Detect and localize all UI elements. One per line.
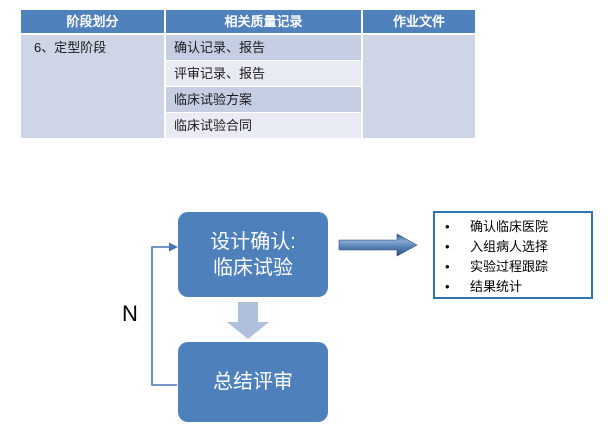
table-column-workfiles: 作业文件 — [363, 10, 475, 138]
bullet-icon: • — [445, 279, 450, 294]
down-block-arrow-icon — [227, 302, 269, 339]
summary-review-box: 总结评审 — [178, 342, 328, 422]
column-header-stage: 阶段划分 — [21, 10, 164, 33]
column-header-workfiles: 作业文件 — [363, 10, 475, 33]
table-row: 评审记录、报告 — [166, 61, 361, 86]
list-item: • 结果统计 — [445, 277, 591, 297]
clinical-checklist-box: • 确认临床医院 • 入组病人选择 • 实验过程跟踪 • 结果统计 — [433, 211, 593, 299]
list-item: • 入组病人选择 — [445, 237, 591, 257]
list-item-text: 确认临床医院 — [470, 219, 549, 234]
feedback-connector-line — [151, 246, 177, 386]
table-row: 临床试验方案 — [166, 87, 361, 112]
design-confirm-line1: 设计确认: — [210, 230, 296, 253]
table-column-stage: 阶段划分 6、定型阶段 — [21, 10, 164, 138]
n-branch-label: N — [122, 301, 138, 326]
clinical-checklist: • 确认临床医院 • 入组病人选择 • 实验过程跟踪 • 结果统计 — [435, 217, 591, 297]
feedback-arrowhead-icon — [169, 242, 178, 252]
bullet-icon: • — [445, 219, 450, 234]
workfiles-cell — [363, 35, 475, 138]
list-item-text: 结果统计 — [470, 279, 523, 294]
list-item-text: 实验过程跟踪 — [470, 259, 549, 274]
bullet-icon: • — [445, 259, 450, 274]
table-column-records: 相关质量记录 确认记录、报告 评审记录、报告 临床试验方案 临床试验合同 — [166, 10, 361, 138]
bullet-icon: • — [445, 239, 450, 254]
table-row: 确认记录、报告 — [166, 35, 361, 60]
stage-cell: 6、定型阶段 — [21, 35, 164, 138]
list-item: • 确认临床医院 — [445, 217, 591, 237]
design-confirm-box: 设计确认: 临床试验 — [178, 212, 328, 297]
column-header-records: 相关质量记录 — [166, 10, 361, 33]
summary-review-label: 总结评审 — [213, 371, 293, 393]
list-item: • 实验过程跟踪 — [445, 257, 591, 277]
quality-records-table: 阶段划分 6、定型阶段 相关质量记录 确认记录、报告 评审记录、报告 临床试验方… — [21, 10, 475, 138]
table-row: 临床试验合同 — [166, 113, 361, 138]
stage-cell-text: 6、定型阶段 — [34, 40, 107, 55]
right-block-arrow-icon — [338, 233, 418, 257]
list-item-text: 入组病人选择 — [470, 239, 549, 254]
design-confirm-line2: 临床试验 — [213, 256, 293, 279]
